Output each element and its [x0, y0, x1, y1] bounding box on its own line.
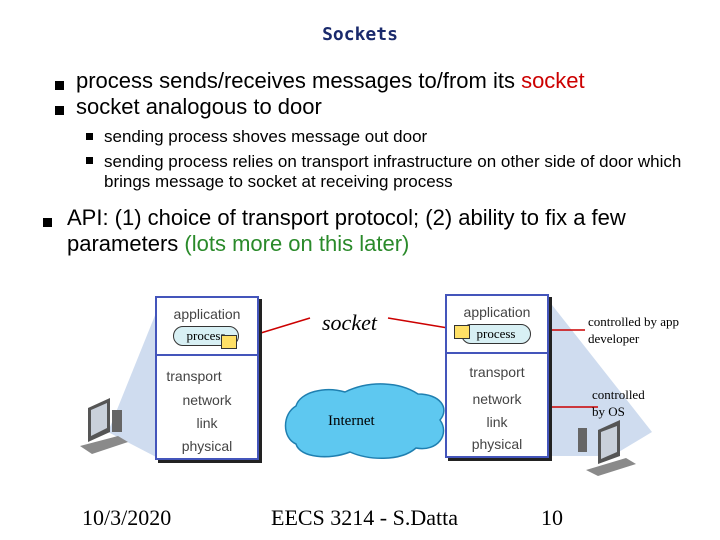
right-application-label: application [463, 304, 531, 320]
footer-course: EECS 3214 - S.Datta [271, 505, 458, 530]
right-network-label: network [472, 391, 522, 407]
right-computer-icon [578, 420, 636, 476]
right-app-transport-divider [447, 352, 547, 354]
right-socket-door [454, 325, 470, 339]
bullet-1: process sends/receives messages to/from … [76, 68, 585, 93]
socket-highlight: socket [521, 68, 585, 93]
left-application-label: application [173, 306, 241, 322]
left-network-label: network [182, 392, 232, 408]
right-process-box: process [461, 324, 531, 344]
sub-bullet-2: sending process relies on transport infr… [104, 152, 682, 191]
left-host-stack: application process transport network li… [155, 296, 259, 460]
bullet-marker [43, 218, 52, 227]
slide-title: Sockets [322, 24, 398, 45]
sub-bullet-marker [86, 133, 93, 140]
left-socket-door [221, 335, 237, 349]
left-app-transport-divider [157, 354, 257, 356]
sub-bullet-marker [86, 157, 93, 164]
right-physical-label: physical [471, 436, 523, 452]
bullet-marker [55, 106, 64, 115]
footer-date: 10/3/2020 [82, 505, 172, 530]
sub-bullet-1: sending process shoves message out door [104, 127, 428, 146]
internet-cloud [284, 383, 445, 459]
socket-label: socket [322, 310, 377, 335]
controlled-by-os-label: controlled by OS [592, 387, 645, 419]
footer-page-number: 10 [541, 505, 563, 530]
right-host-stack: application process transport network li… [445, 294, 549, 458]
bullet-api: API: (1) choice of transport protocol; (… [67, 205, 626, 256]
later-highlight: (lots more on this later) [184, 231, 410, 256]
right-link-label: link [486, 414, 508, 430]
right-cone [545, 296, 652, 456]
left-computer-icon [80, 398, 128, 454]
left-cone [108, 298, 162, 458]
right-transport-label: transport [469, 364, 525, 380]
left-link-label: link [196, 415, 218, 431]
internet-label: Internet [328, 413, 375, 429]
controlled-by-app-label: controlled by app developer [588, 314, 679, 346]
bullet-marker [55, 81, 64, 90]
left-physical-label: physical [181, 438, 233, 454]
left-transport-label: transport [166, 368, 222, 384]
bullet-2: socket analogous to door [76, 94, 322, 119]
